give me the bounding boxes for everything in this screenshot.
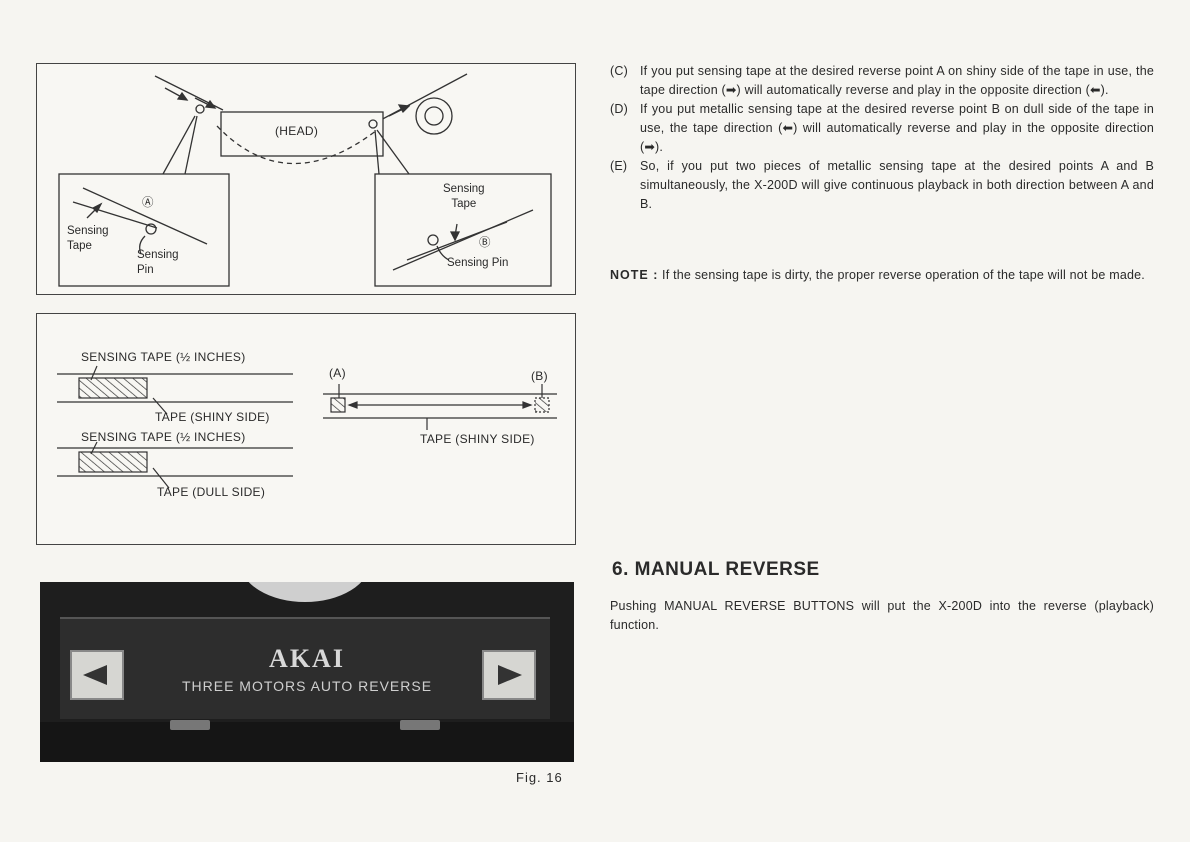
tape-placement-drawing [37,314,575,544]
left-sensing-tape-label: Sensing Tape [67,224,109,254]
item-text: So, if you put two pieces of metallic se… [640,159,1154,211]
deck-foot-right [400,720,440,730]
sensing-tape-placement-diagram: SENSING TAPE (½ INCHES) TAPE (SHINY SIDE… [36,313,576,545]
point-b-label: (B) [531,369,548,383]
item-text: If you put sensing tape at the desired r… [640,64,1154,97]
instruction-c: (C) If you put sensing tape at the desir… [610,62,1154,100]
left-arrow-icon [83,665,107,685]
note-text: If the sensing tape is dirty, the proper… [662,268,1145,282]
instruction-e: (E) So, if you put two pieces of metalli… [610,157,1154,214]
tape-path-diagram: (HEAD) Ⓐ Sensing Tape Sensing Pin Sensin… [36,63,576,295]
item-text: If you put metallic sensing tape at the … [640,102,1154,154]
note: NOTE : If the sensing tape is dirty, the… [610,266,1154,285]
marker-a: Ⓐ [142,196,154,211]
instructions-list: (C) If you put sensing tape at the desir… [610,62,1154,214]
right-sensing-pin-label: Sensing Pin [447,256,508,271]
reel-hub [240,582,370,602]
sensing-tape-title-shiny: SENSING TAPE (½ INCHES) [81,350,246,364]
tape-dull-side-label: TAPE (DULL SIDE) [157,485,265,499]
manual-reverse-left-button[interactable] [70,650,124,700]
section-text: Pushing MANUAL REVERSE BUTTONS will put … [610,597,1154,635]
deck-base [40,722,574,762]
marker-b: Ⓑ [479,236,491,251]
point-a-label: (A) [329,366,346,380]
item-tag: (D) [610,100,640,119]
deck-foot-left [170,720,210,730]
manual-reverse-right-button[interactable] [482,650,536,700]
item-tag: (C) [610,62,640,81]
deck-front-panel-photo: AKAI THREE MOTORS AUTO REVERSE [40,582,574,762]
left-sensing-pin-label: Sensing Pin [137,248,179,278]
note-label: NOTE : [610,268,658,282]
figure-caption: Fig. 16 [516,770,563,785]
tape-shiny-side-label-left: TAPE (SHINY SIDE) [155,410,270,424]
section-heading: 6. MANUAL REVERSE [612,559,820,581]
sensing-tape-title-dull: SENSING TAPE (½ INCHES) [81,430,246,444]
right-sensing-tape-label: Sensing Tape [443,182,485,212]
item-tag: (E) [610,157,640,176]
right-arrow-icon [498,665,522,685]
head-label: (HEAD) [275,124,318,138]
instruction-d: (D) If you put metallic sensing tape at … [610,100,1154,157]
tape-shiny-side-label-right: TAPE (SHINY SIDE) [420,432,535,446]
